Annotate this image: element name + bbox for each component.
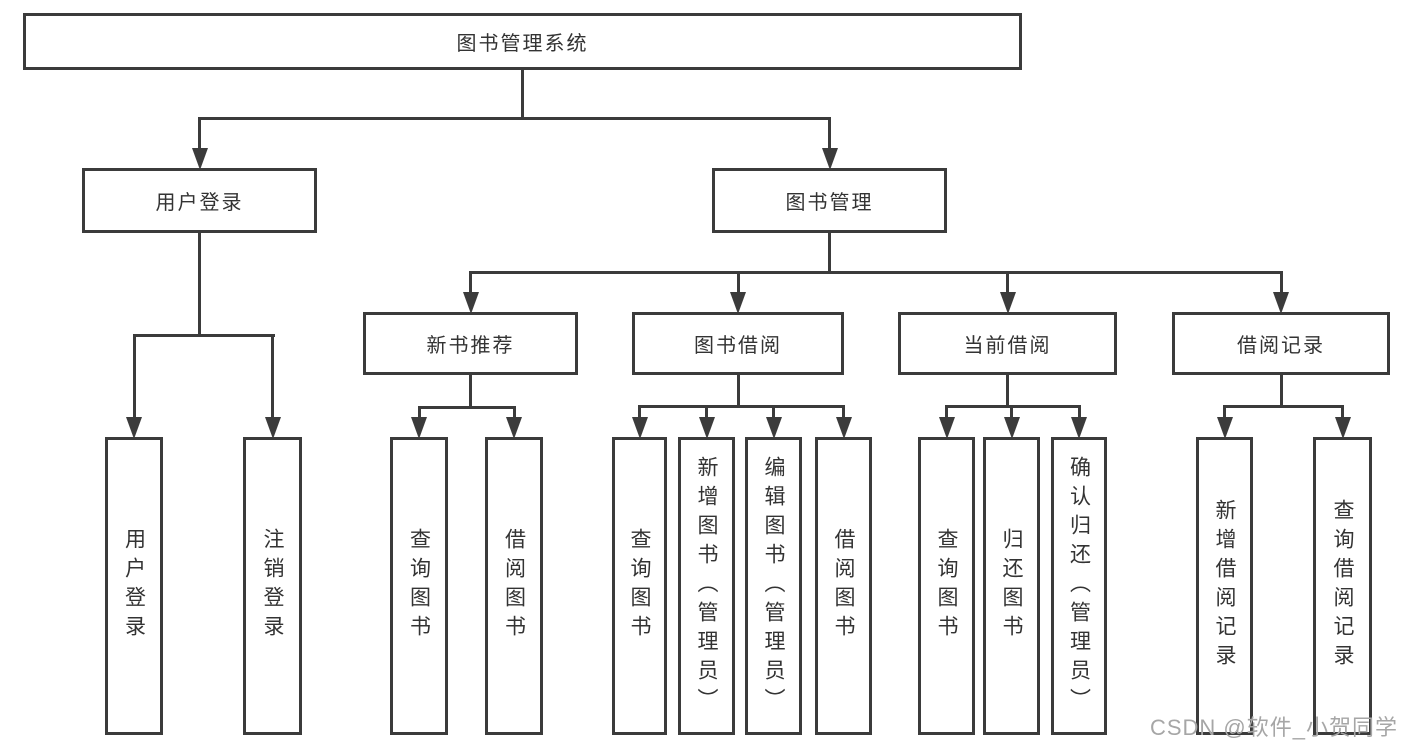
arrow-down-icon [836,417,852,439]
connector-bus [469,271,1283,274]
arrow-down-icon [265,417,281,439]
connector-drop [705,406,708,419]
connector-stem [737,375,740,406]
arrow-down-icon [766,417,782,439]
arrow-down-icon [1071,417,1087,439]
arrow-down-icon [192,148,208,170]
leaf-edit-books-admin: 编辑图书（管理员） [745,437,802,735]
arrow-down-icon [411,417,427,439]
connector-drop [737,272,740,294]
connector-bus [1223,405,1344,408]
arrow-down-icon [506,417,522,439]
connector-drop [418,407,421,419]
connector-drop [513,407,516,419]
leaf-logout: 注销登录 [243,437,302,735]
leaf-add-books-admin: 新增图书（管理员） [678,437,735,735]
watermark: CSDN @软件_小贺同学 [1149,715,1398,740]
connector-drop [271,335,274,419]
connector-bus [418,406,516,409]
arrow-down-icon [699,417,715,439]
leaf-query-books: 查询图书 [612,437,667,735]
connector-drop [198,118,201,150]
connector-drop [1341,406,1344,419]
leaf-confirm-return-admin: 确认归还（管理员） [1051,437,1107,735]
connector-drop [1010,406,1013,419]
connector-bus [945,405,1081,408]
connector-bus [133,334,275,337]
connector-drop [1280,272,1283,294]
leaf-user-login: 用户登录 [105,437,163,735]
arrow-down-icon [1217,417,1233,439]
arrow-down-icon [939,417,955,439]
connector-drop [945,406,948,419]
leaf-query-books: 查询图书 [390,437,448,735]
arrow-down-icon [632,417,648,439]
node-new-book-recommendation: 新书推荐 [363,312,578,375]
leaf-add-borrow-record: 新增借阅记录 [1196,437,1253,735]
arrow-down-icon [1000,292,1016,314]
node-borrowing-records: 借阅记录 [1172,312,1390,375]
node-book-management: 图书管理 [712,168,947,233]
connector-drop [133,335,136,419]
connector-stem [198,233,201,335]
node-book-borrowing: 图书借阅 [632,312,844,375]
connector-stem [469,375,472,407]
connector-bus [638,405,845,408]
connector-drop [1006,272,1009,294]
arrow-down-icon [1273,292,1289,314]
connector-stem [1006,375,1009,406]
connector-drop [772,406,775,419]
arrow-down-icon [822,148,838,170]
connector-bus [198,117,831,120]
leaf-query-borrow-record: 查询借阅记录 [1313,437,1372,735]
connector-stem [521,70,524,118]
connector-stem [1280,375,1283,406]
arrow-down-icon [1335,417,1351,439]
leaf-return-books: 归还图书 [983,437,1040,735]
leaf-borrow-books: 借阅图书 [485,437,543,735]
connector-drop [1223,406,1226,419]
node-library-management-system: 图书管理系统 [23,13,1022,70]
arrow-down-icon [730,292,746,314]
node-current-borrowing: 当前借阅 [898,312,1117,375]
connector-drop [828,118,831,150]
arrow-down-icon [126,417,142,439]
connector-drop [469,272,472,294]
connector-stem [828,233,831,272]
arrow-down-icon [463,292,479,314]
leaf-borrow-books: 借阅图书 [815,437,872,735]
leaf-query-books: 查询图书 [918,437,975,735]
arrow-down-icon [1004,417,1020,439]
connector-drop [842,406,845,419]
connector-drop [1078,406,1081,419]
connector-drop [638,406,641,419]
node-user-login: 用户登录 [82,168,317,233]
